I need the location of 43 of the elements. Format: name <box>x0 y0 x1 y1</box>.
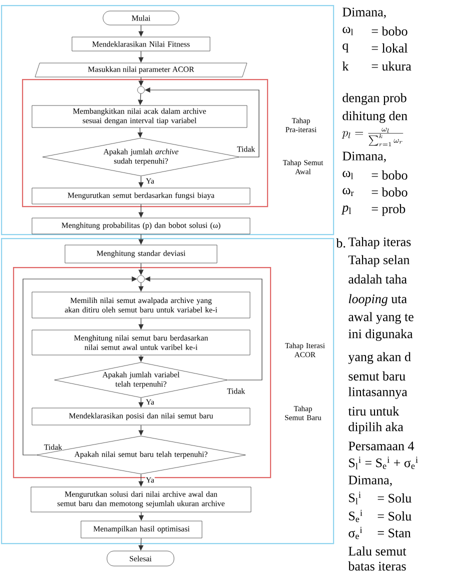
body-text: ω$_{l}$ <box>342 26 354 36</box>
arrow <box>138 127 143 138</box>
body-text: = Stan <box>378 528 411 538</box>
body-text: ω$_{r}$ <box>342 188 354 196</box>
body-text: adalah taha <box>348 274 407 284</box>
body-text: ω$_{l}$ <box>342 170 354 180</box>
body-text: Dimana, <box>348 476 392 486</box>
body-text: Tahap selan <box>348 255 410 267</box>
body-text: tiru untuk <box>348 406 400 416</box>
body-text: = lokal <box>372 43 408 53</box>
body-text: awal yang te <box>348 312 414 324</box>
body-text: dipilih aka <box>348 422 404 434</box>
connector-circle <box>137 86 145 94</box>
body-text: Dimana, <box>342 152 386 162</box>
body-text: b. <box>336 238 346 248</box>
body-text: = bobo <box>372 187 408 197</box>
body-text: Lalu semut <box>348 546 406 556</box>
body-text: S$_{e}$i <box>349 510 362 522</box>
body-text: dengan prob <box>342 93 406 105</box>
body-text: p$_{l}$ <box>341 206 352 214</box>
body-text: Dimana, <box>342 8 386 18</box>
body-text: = bobo <box>372 170 408 180</box>
body-text: = Solu <box>378 511 412 521</box>
formula: $p_{l} = \frac{\omega_{l}}{\sum_{r=1}^{k} \omega_{r}}$ <box>342 128 404 146</box>
body-text: σ$_{e}$i <box>348 526 362 540</box>
connector-circle <box>137 275 145 283</box>
body-text: Tahap iteras <box>348 237 411 249</box>
body-text: yang akan d <box>348 352 411 364</box>
body-text: = bobo <box>372 26 408 36</box>
body-text: = ukura <box>372 61 412 71</box>
body-text: Persamaan 4 <box>348 442 414 450</box>
body-text: semut baru <box>348 371 406 381</box>
body-text: batas iteras <box>348 561 406 571</box>
body-text: q <box>342 44 348 52</box>
body-text: lintasannya <box>348 387 408 399</box>
body-text: = prob <box>372 204 406 216</box>
body-text: looping uta <box>348 294 407 306</box>
body-text: k <box>342 62 349 71</box>
body-text: S$_{l}$$^{i}$ = S$_{e}$$^{i}$ + σ$_{e}$i <box>349 456 418 470</box>
body-text: dihitung den <box>342 111 408 123</box>
body-text: S$_{l}$i <box>349 492 361 504</box>
body-text: = Solu <box>378 493 412 503</box>
body-text: ini digunaka <box>348 329 413 341</box>
